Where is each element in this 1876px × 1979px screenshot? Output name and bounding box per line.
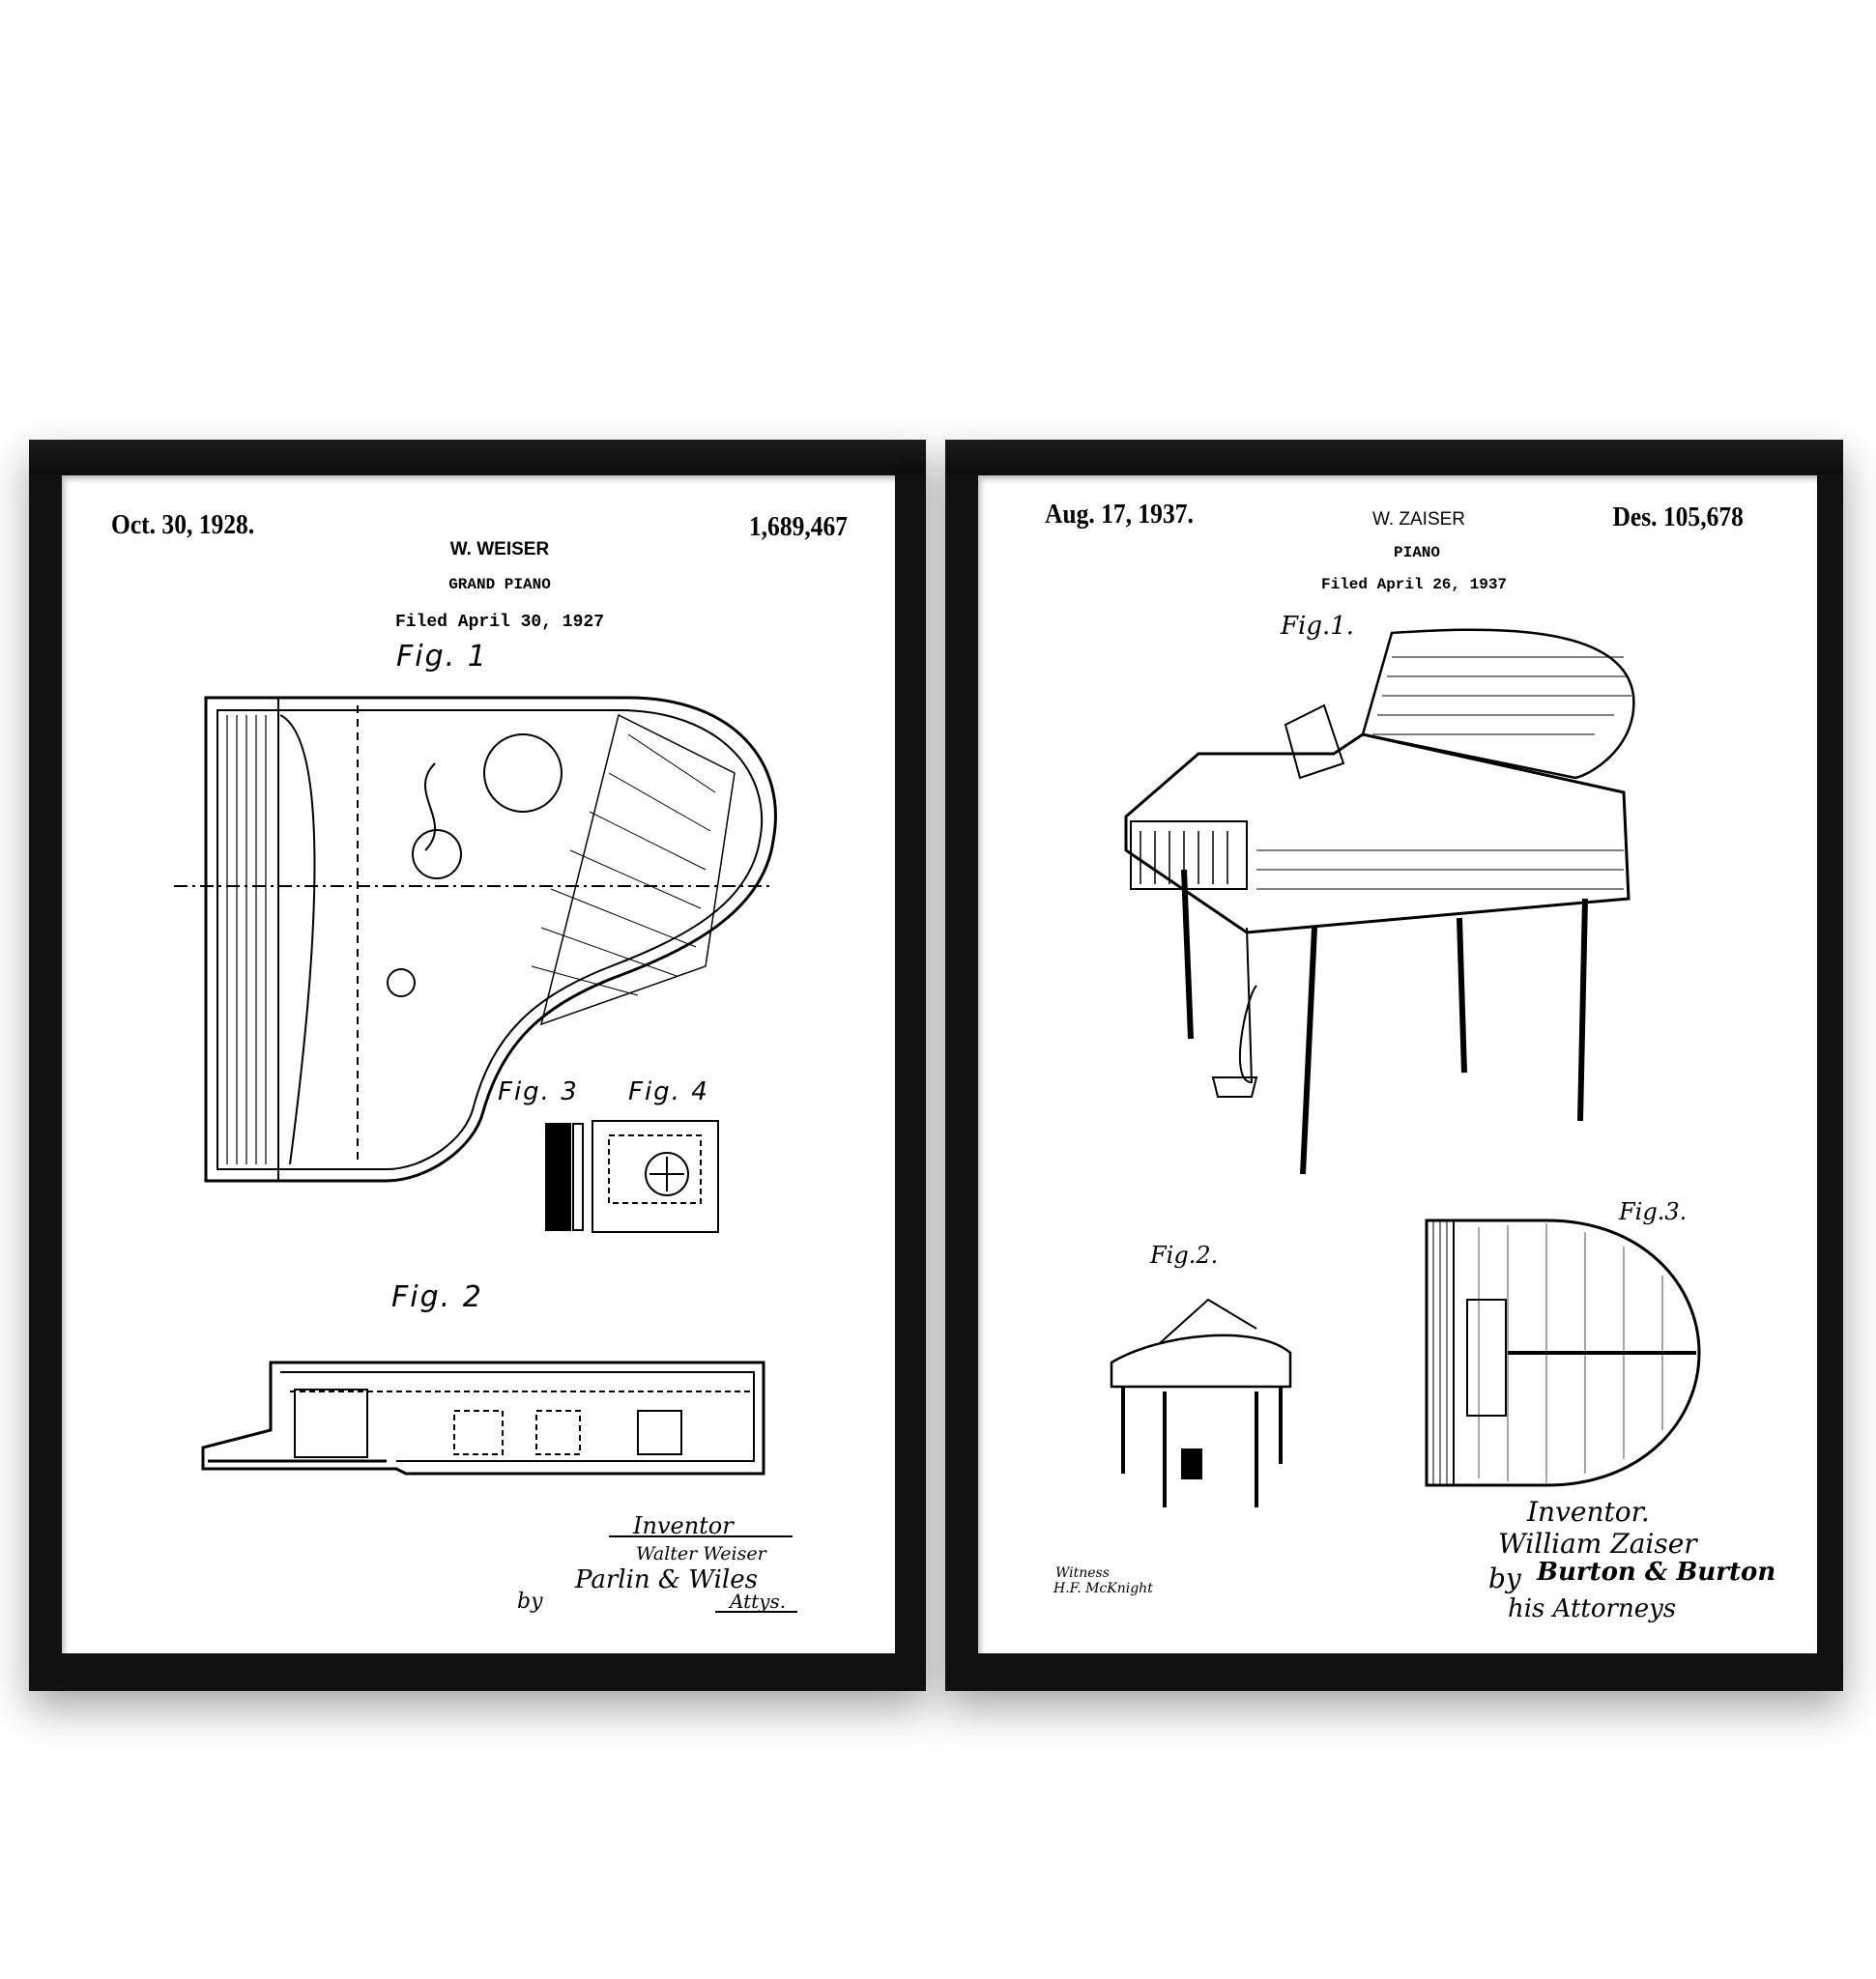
zaiser-fig1-drawing bbox=[1126, 630, 1633, 1174]
figure-label: Fig. 3 bbox=[498, 1077, 579, 1106]
weiser-fig2-drawing bbox=[203, 1362, 764, 1474]
figure-label: Fig.3. bbox=[1619, 1198, 1688, 1225]
inventor-label: Inventor. bbox=[1527, 1496, 1650, 1528]
witness-label: Witness bbox=[1055, 1565, 1110, 1581]
zaiser-fig2-drawing bbox=[1111, 1300, 1290, 1507]
weiser-fig1-drawing bbox=[174, 698, 775, 1181]
figure-label: Fig.1. bbox=[1281, 612, 1355, 641]
inventor-signature: Walter Weiser bbox=[636, 1543, 766, 1564]
filed-date: Filed April 30, 1927 bbox=[394, 613, 605, 632]
attorney-label: Attys. bbox=[730, 1590, 787, 1613]
attorney-signature: Burton & Burton bbox=[1537, 1558, 1776, 1587]
by-label: by bbox=[517, 1590, 543, 1614]
inventor-name: W. ZAISER bbox=[1371, 509, 1466, 530]
zaiser-fig3-drawing bbox=[1427, 1220, 1699, 1485]
inventor-label: Inventor bbox=[633, 1512, 734, 1539]
attorney-signature: Parlin & Wiles bbox=[575, 1565, 758, 1594]
attorney-label: his Attorneys bbox=[1508, 1594, 1677, 1623]
figure-label: Fig. 4 bbox=[628, 1077, 709, 1106]
by-label: by bbox=[1488, 1563, 1521, 1594]
figure-label: Fig.2. bbox=[1150, 1242, 1219, 1269]
weiser-signature-lines bbox=[609, 1536, 797, 1612]
patent-date: Oct. 30, 1928. bbox=[111, 509, 255, 540]
patent-title: GRAND PIANO bbox=[448, 576, 551, 593]
left-patent-print bbox=[62, 475, 895, 1653]
patent-number: 1,689,467 bbox=[748, 511, 848, 542]
inventor-name: W. WEISER bbox=[449, 539, 550, 559]
patent-number: Des. 105,678 bbox=[1612, 502, 1744, 532]
figure-label: Fig. 1 bbox=[396, 640, 488, 674]
witness-signature: H.F. McKnight bbox=[1053, 1581, 1153, 1596]
inventor-signature: William Zaiser bbox=[1498, 1528, 1697, 1560]
patent-date: Aug. 17, 1937. bbox=[1045, 499, 1194, 530]
figure-label: Fig. 2 bbox=[391, 1280, 483, 1314]
patent-title: PIANO bbox=[1393, 544, 1441, 561]
filed-date: Filed April 26, 1937 bbox=[1320, 576, 1508, 593]
right-patent-print bbox=[978, 475, 1817, 1653]
weiser-fig3-fig4-drawing bbox=[546, 1121, 718, 1232]
